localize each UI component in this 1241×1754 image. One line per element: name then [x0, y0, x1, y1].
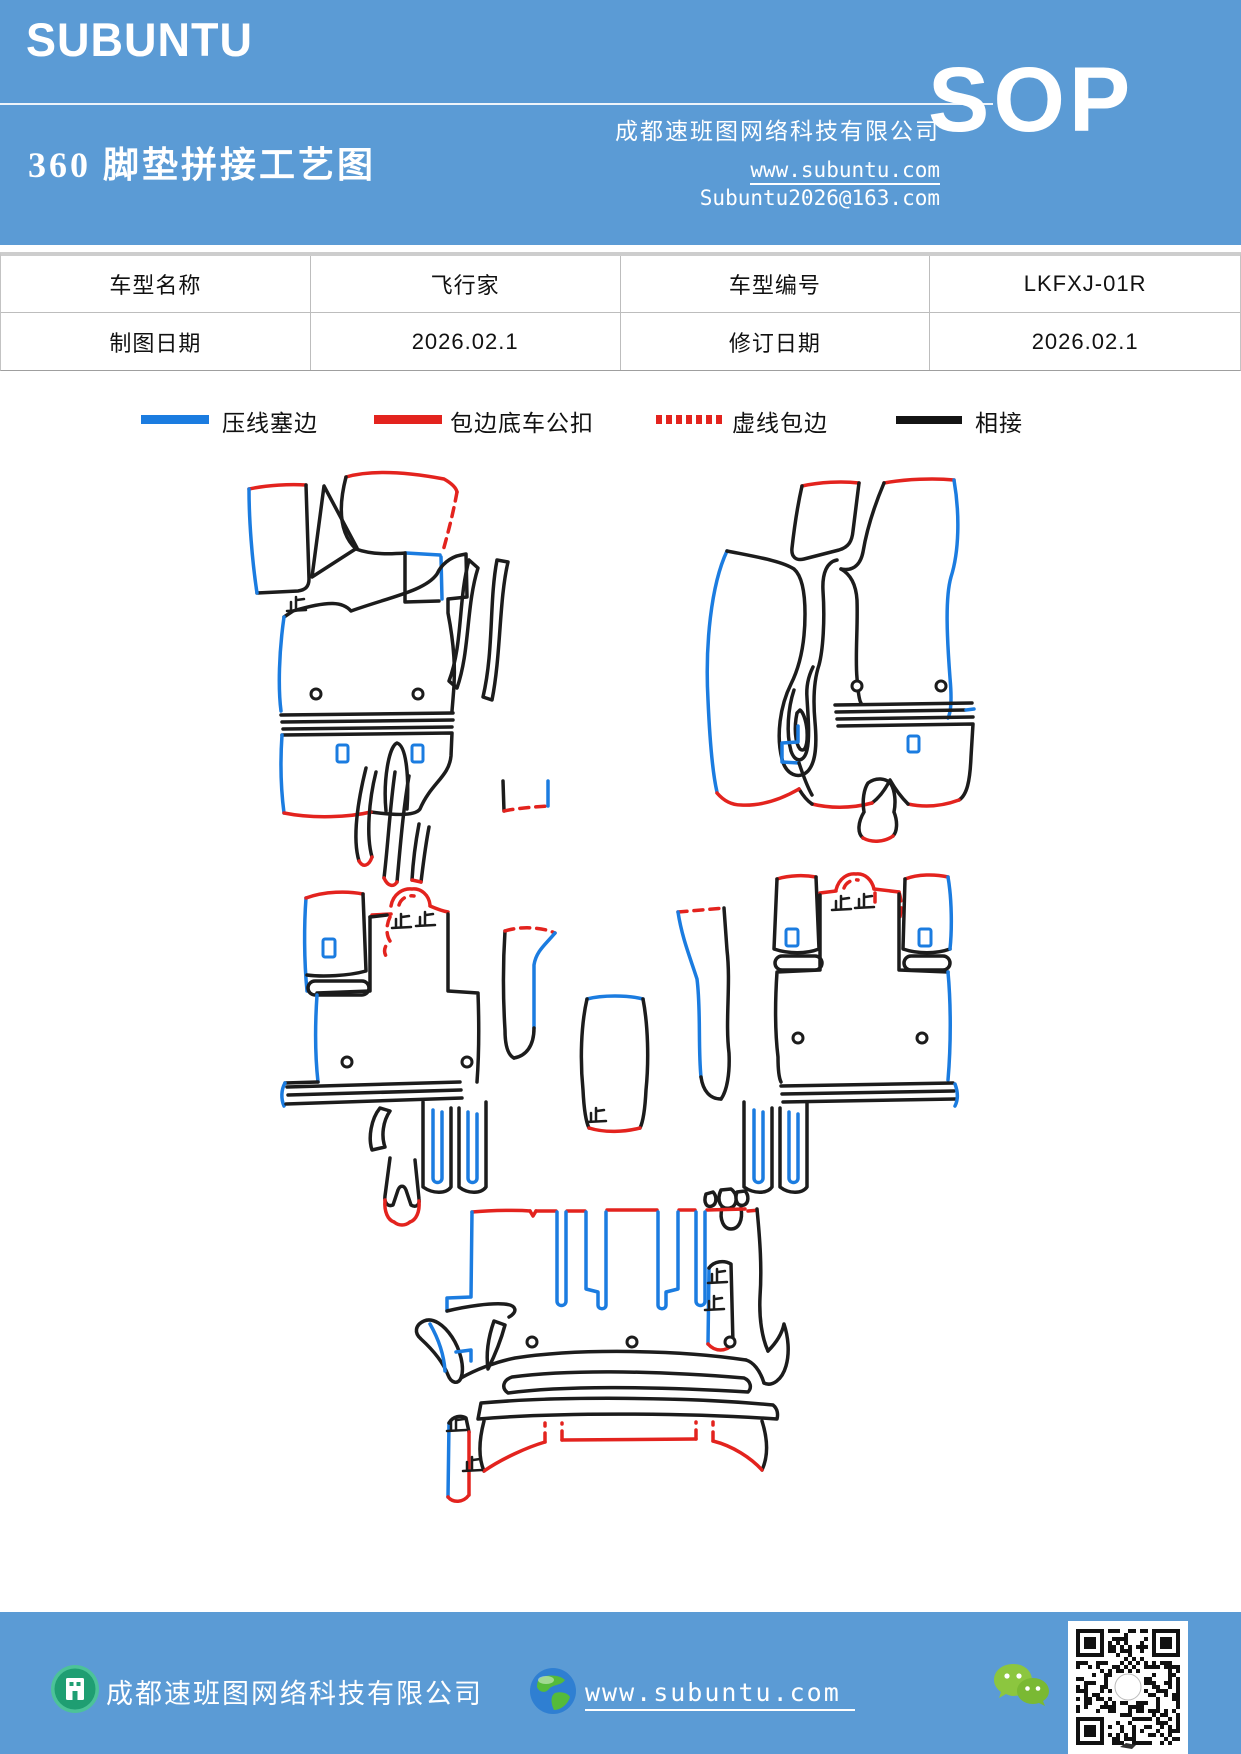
model-name-label: 车型名称: [1, 256, 311, 313]
legend-label-joint: 相接: [975, 411, 1023, 436]
legend-swatch-red-solid: [374, 415, 442, 424]
model-code-label: 车型编号: [620, 256, 931, 313]
sop-badge: SOP: [928, 49, 1135, 151]
header-divider: [0, 103, 993, 105]
revision-date-label: 修订日期: [621, 313, 931, 370]
center-pieces: [501, 779, 650, 1134]
draw-date-value: 2026.02.1: [311, 313, 621, 370]
vehicle-info-table: 车型名称 飞行家 车型编号 LKFXJ-01R 制图日期 2026.02.1 修…: [0, 252, 1241, 371]
qr-code: [1068, 1621, 1188, 1754]
footer-website-link[interactable]: www.subuntu.com: [585, 1678, 855, 1711]
line-type-legend: 压线塞边 包边底车公扣 虚线包边 相接: [0, 400, 1241, 440]
legend-swatch-red-dashed: [656, 415, 724, 424]
page-title: 360 脚垫拼接工艺图: [28, 145, 377, 185]
header-website-link[interactable]: www.subuntu.com: [500, 158, 940, 185]
brand-logo: SUBUNTU: [26, 12, 253, 67]
legend-label-dashed-edge: 虚线包边: [732, 411, 828, 436]
header-band: SUBUNTU 360 脚垫拼接工艺图 成都速班图网络科技有限公司 www.su…: [0, 0, 1241, 245]
front-left-mat-pieces: [247, 470, 510, 888]
legend-swatch-black-solid: [896, 416, 962, 424]
legend-swatch-blue-solid: [141, 415, 209, 424]
globe-icon: [530, 1668, 576, 1714]
legend-label-bind-edge: 包边底车公扣: [450, 411, 594, 436]
draw-date-label: 制图日期: [1, 313, 311, 370]
second-row-right-pieces: [676, 872, 959, 1194]
front-right-mat-pieces: [705, 477, 976, 843]
revision-date-value: 2026.02.1: [1031, 328, 1139, 354]
header-company-name: 成都速班图网络科技有限公司: [615, 119, 940, 144]
footer-company-name: 成都速班图网络科技有限公司: [106, 1679, 483, 1709]
model-name-value: 飞行家: [310, 256, 621, 313]
header-email: Subuntu2026@163.com: [699, 186, 940, 210]
legend-label-press-edge: 压线塞边: [222, 411, 318, 436]
wechat-icon: [994, 1664, 1049, 1706]
trunk-mat-pieces: [414, 1187, 790, 1503]
second-row-left-pieces: [280, 887, 488, 1227]
footer-band: 成都速班图网络科技有限公司 www.subuntu.com: [0, 1612, 1241, 1754]
company-building-icon: [51, 1665, 99, 1713]
model-code-value: LKFXJ-01R: [930, 256, 1240, 313]
